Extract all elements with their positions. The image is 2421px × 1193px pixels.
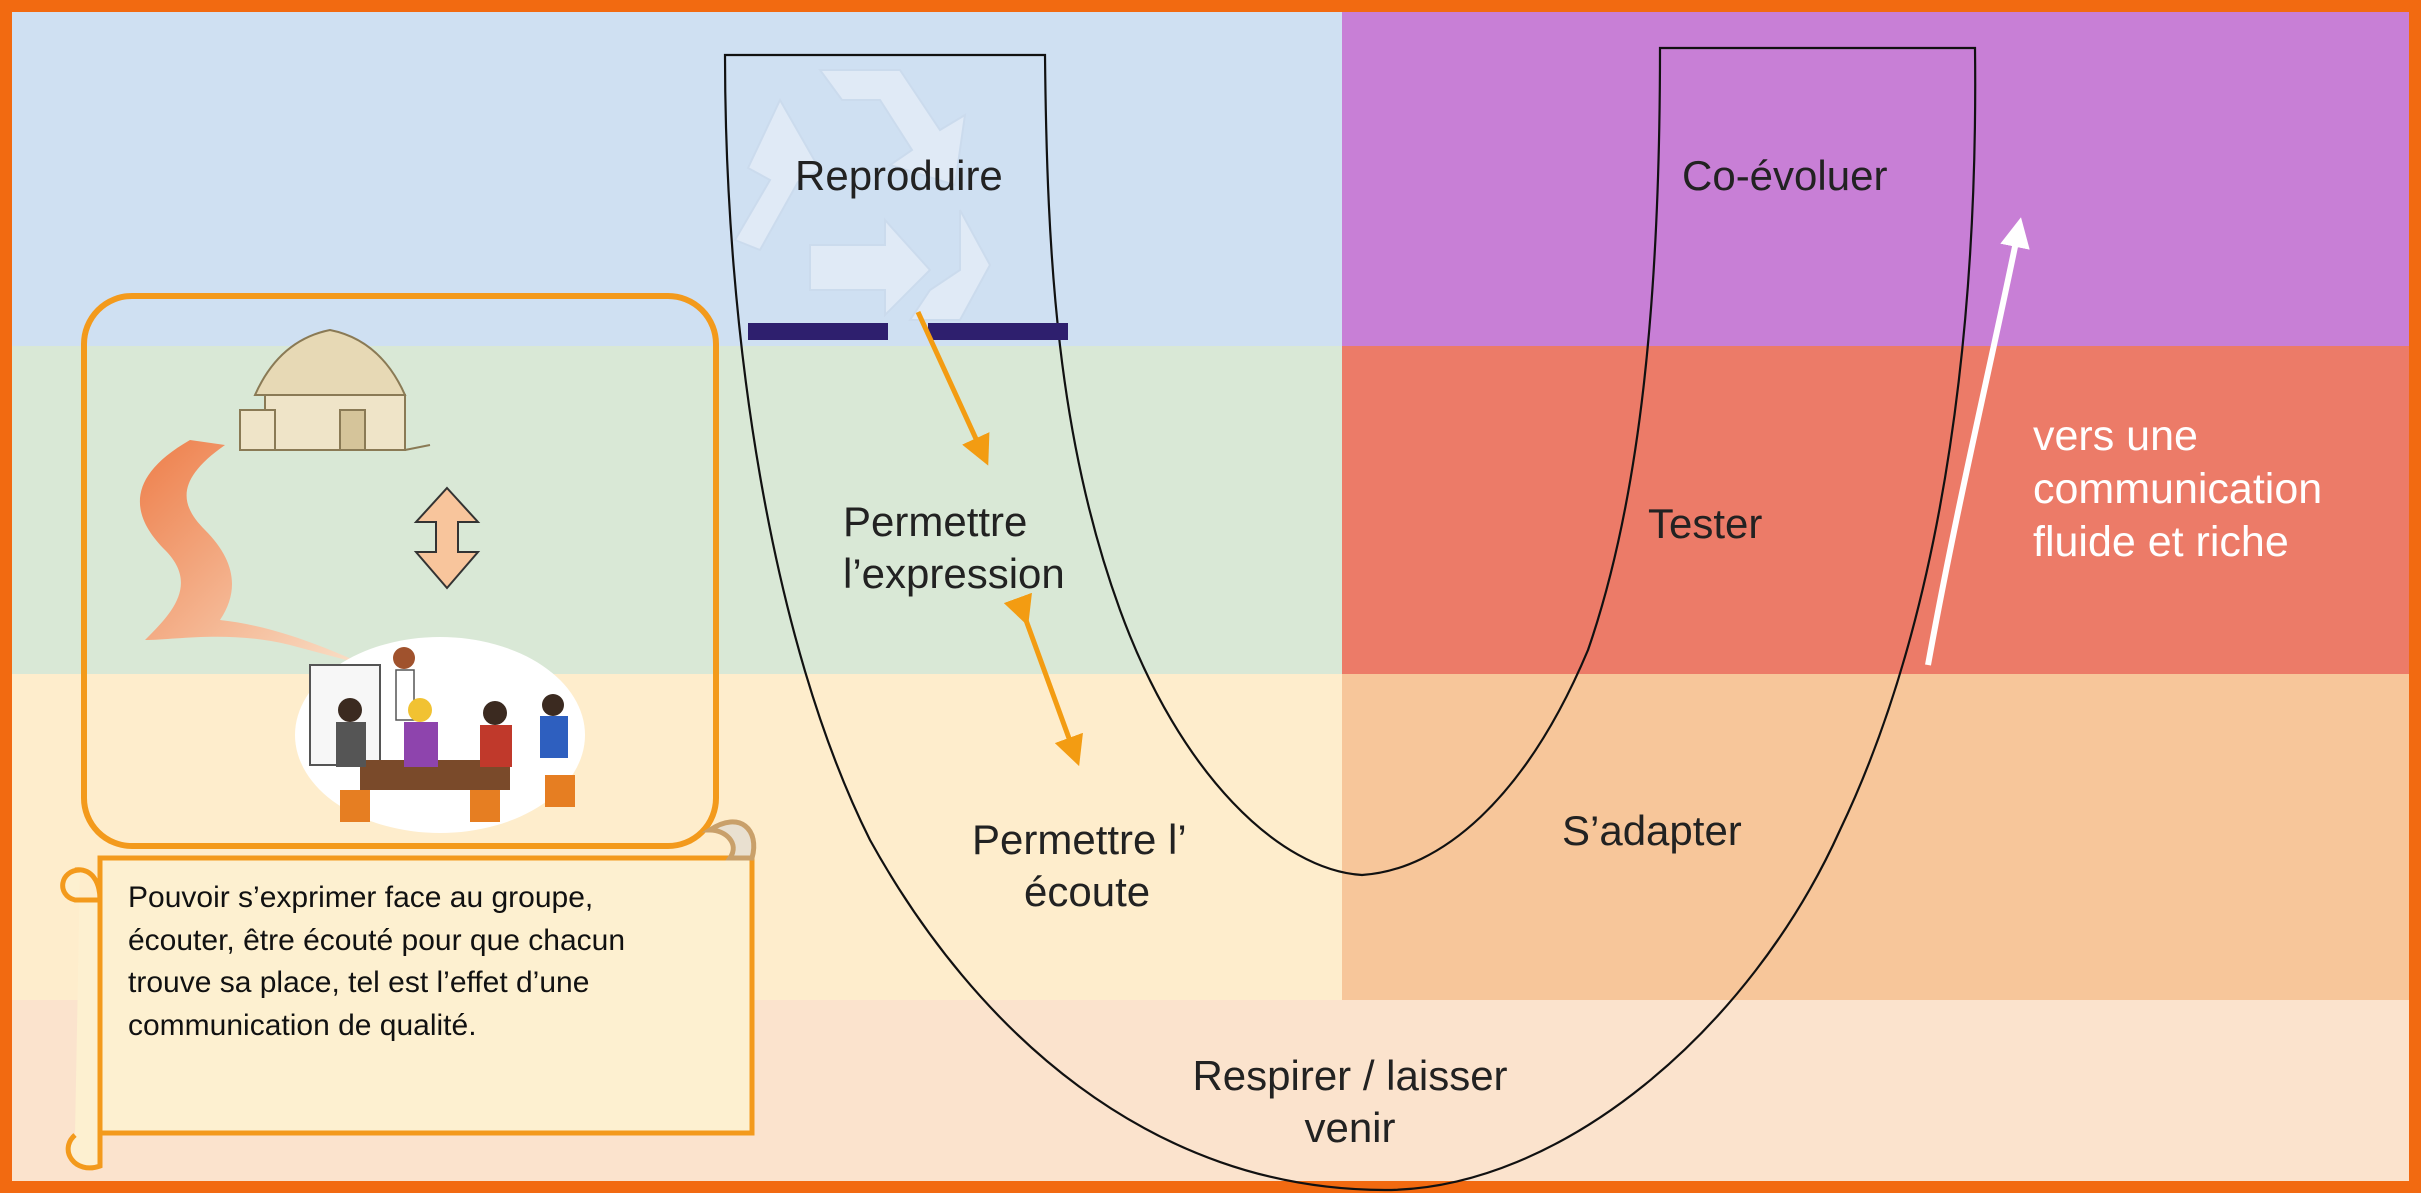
double-arrow-icon	[413, 486, 481, 590]
zone-s-adapter	[1342, 674, 2409, 1000]
barrier-bar-right	[928, 323, 1068, 340]
label-respirer-line2: venir	[1304, 1104, 1396, 1152]
label-respirer: Respirer / laisser venir	[1150, 1050, 1550, 1154]
label-vers-une-communication: vers une communication fluide et riche	[2033, 410, 2322, 569]
label-co-evoluer: Co-évoluer	[1682, 152, 1888, 199]
label-respirer-line1: Respirer / laisser	[1192, 1052, 1508, 1099]
label-permettre-ecoute-line1: Permettre l’	[972, 816, 1187, 863]
label-permettre-ecoute-line2: écoute	[1024, 868, 1151, 916]
double-arrow-ecoute-icon	[1003, 592, 1083, 767]
scroll-icon	[60, 819, 757, 1171]
scroll-text: Pouvoir s’exprimer face au groupe, écout…	[128, 881, 626, 1042]
hut-icon	[239, 328, 431, 451]
label-tester: Tester	[1648, 500, 1763, 547]
label-permettre-expression-line1: Permettre	[843, 498, 1028, 545]
road-icon	[139, 440, 365, 665]
arrow-down-icon	[915, 310, 990, 466]
zone-tester	[1342, 346, 2409, 674]
label-permettre-expression: Permettre l’expression	[843, 496, 1065, 600]
label-s-adapter: S’adapter	[1562, 807, 1742, 854]
recycle-icon	[733, 69, 992, 321]
picture-box	[81, 293, 719, 849]
label-reproduire: Reproduire	[795, 152, 1003, 199]
label-permettre-expression-line2: l’expression	[843, 550, 1065, 598]
label-vers-une-line1: vers une	[2033, 412, 2198, 460]
u-curve-outer	[723, 46, 1977, 1192]
label-vers-une-line2: communication	[2033, 464, 2323, 513]
zone-permettre-expression	[12, 346, 1342, 674]
zone-co-evoluer	[1342, 12, 2409, 346]
zone-reproduire	[12, 12, 1342, 346]
meeting-icon	[295, 637, 585, 833]
label-vers-une-line3: fluide et riche	[2033, 517, 2289, 566]
label-permettre-ecoute: Permettre l’ écoute	[972, 814, 1187, 918]
barrier-bar-left	[748, 323, 888, 340]
arrow-up-icon	[1925, 217, 2030, 666]
